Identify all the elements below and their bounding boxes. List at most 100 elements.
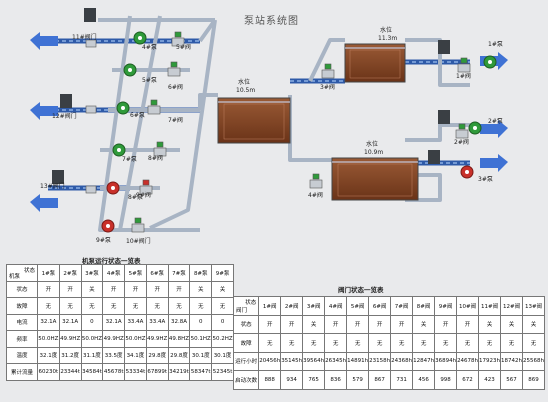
valve-table-cell: 无 <box>258 333 282 353</box>
pump-table-cell: 50.0HZ <box>124 330 147 348</box>
label-valve-9: 9#阀 <box>136 191 151 199</box>
valve-table-cell: 36894h <box>434 351 458 371</box>
pump-2[interactable] <box>468 121 482 135</box>
valve-table-cell: 672 <box>456 370 480 390</box>
pump-table-cell: 33.4A <box>124 313 147 331</box>
pump-table-cell: 34.1度 <box>124 346 147 364</box>
valve-table-cell: 无 <box>412 333 436 353</box>
pump-table-cell: 开 <box>145 280 169 298</box>
outflow-arrow-2 <box>30 102 58 120</box>
pump-table-title: 机泵运行状态一览表 <box>82 257 141 265</box>
valve-col-header: 5#阀 <box>346 296 370 316</box>
valve-table-cell: 888 <box>258 370 282 390</box>
valve-1[interactable] <box>457 57 471 73</box>
valve-status-table: 状态 阀门 1#阀 2#阀 3#阀 4#阀 5#阀 6#阀 7#阀 8#阀 9#… <box>232 296 545 390</box>
pump-table-cell: 无 <box>189 297 213 315</box>
pump-table-corner-top: 状态 <box>23 268 35 274</box>
pump-table-cell: 无 <box>167 297 191 315</box>
label-pump-5: 5#泵 <box>142 77 157 84</box>
valve-5[interactable] <box>171 31 185 47</box>
pump-col-header: 2#泵 <box>58 264 82 282</box>
pump-7[interactable] <box>112 143 126 157</box>
valve-table-cell: 12847h <box>412 351 436 371</box>
pump-3[interactable] <box>460 165 474 179</box>
tank-2-level-value: 11.3m <box>378 35 397 42</box>
label-valve-4: 4#阀 <box>308 191 323 199</box>
valve-col-header: 12#阀 <box>500 296 524 316</box>
valve-table-row: 故障无无无无无无无无无无无无无 <box>232 333 545 353</box>
pump-table-row-label: 温度 <box>6 346 38 364</box>
valve-6[interactable] <box>167 61 181 77</box>
valve-table-title: 阀门状态一览表 <box>338 286 384 294</box>
pump-4[interactable] <box>133 31 147 45</box>
pump-table-cell: 29.8度 <box>167 346 191 364</box>
valve-13[interactable] <box>85 185 97 194</box>
pump-table-cell: 58347t <box>189 363 213 381</box>
pump-table-cell: 0 <box>80 313 104 331</box>
valve-table-cell: 关 <box>302 314 326 334</box>
pump-9[interactable] <box>101 219 115 233</box>
valve-table-cell: 关 <box>522 314 545 334</box>
pump-table-cell: 34584t <box>80 363 104 381</box>
valve-12[interactable] <box>85 105 97 114</box>
pump-1[interactable] <box>483 55 497 69</box>
valve-11[interactable] <box>85 39 97 48</box>
valve-8[interactable] <box>153 141 167 157</box>
label-pump-4: 4#泵 <box>142 44 157 51</box>
valve-4[interactable] <box>309 173 323 189</box>
label-valve-6: 6#阀 <box>168 83 183 91</box>
label-pump-8: 8#泵 <box>128 194 143 201</box>
pump-table-corner: 状态 机泵 <box>6 264 38 282</box>
valve-table-cell: 567 <box>500 370 524 390</box>
pump-table-cell: 23344t <box>58 363 82 381</box>
pump-table-cell: 50.2HZ <box>211 330 234 348</box>
valve-table-corner: 状态 阀门 <box>232 296 260 316</box>
valve-10[interactable] <box>131 217 145 233</box>
valve-table-corner-bottom: 阀门 <box>236 307 248 314</box>
valve-col-header: 9#阀 <box>434 296 458 316</box>
pump-table-cell: 34219t <box>167 363 191 381</box>
valve-table-cell: 无 <box>346 333 370 353</box>
valve-table-cell: 836 <box>324 370 348 390</box>
pump-6[interactable] <box>116 101 130 115</box>
pump-5[interactable] <box>123 63 137 77</box>
valve-col-header: 4#阀 <box>324 296 348 316</box>
valve-table-cell: 开 <box>324 314 348 334</box>
valve-7[interactable] <box>147 99 161 115</box>
valve-table-cell: 869 <box>522 370 545 390</box>
valve-9[interactable] <box>139 179 153 195</box>
valve-table-cell: 25568h <box>522 351 545 371</box>
valve-table-cell: 关 <box>500 314 524 334</box>
pump-col-header: 5#泵 <box>124 264 147 282</box>
valve-table-cell: 24678h <box>456 351 480 371</box>
valve-2[interactable] <box>455 123 469 139</box>
valve-3[interactable] <box>321 63 335 79</box>
valve-table-row-label: 状态 <box>232 314 260 334</box>
label-pump-9: 9#泵 <box>96 237 111 244</box>
valve-table-cell: 18742h <box>500 351 524 371</box>
label-pump-6: 6#泵 <box>130 112 145 119</box>
pump-table-cell: 无 <box>80 297 104 315</box>
tank-3 <box>331 157 419 201</box>
label-pump-7: 7#泵 <box>122 156 137 163</box>
pump-table-cell: 32.1A <box>102 313 126 331</box>
pump-table-cell: 无 <box>37 297 60 315</box>
pump-table-cell: 60230t <box>37 363 60 381</box>
pump-col-header: 9#泵 <box>211 264 234 282</box>
pump-table-cell: 关 <box>80 280 104 298</box>
label-valve-12: 12#阀门 <box>52 112 77 120</box>
outflow-arrows <box>30 32 508 212</box>
pump-table-row-label: 频率 <box>6 330 38 348</box>
pump-table-cell: 49.9HZ <box>145 330 169 348</box>
valve-table-cell: 731 <box>390 370 414 390</box>
pump-table-cell: 31.2度 <box>58 346 82 364</box>
pump-table-cell: 45678t <box>102 363 126 381</box>
tank-1-level-value: 10.5m <box>236 87 255 94</box>
valve-table-cell: 开 <box>280 314 304 334</box>
pump-8[interactable] <box>106 181 120 195</box>
valve-table-cell: 23158h <box>368 351 392 371</box>
pump-table-row-label: 故障 <box>6 297 38 315</box>
label-valve-10: 10#阀门 <box>126 237 151 245</box>
